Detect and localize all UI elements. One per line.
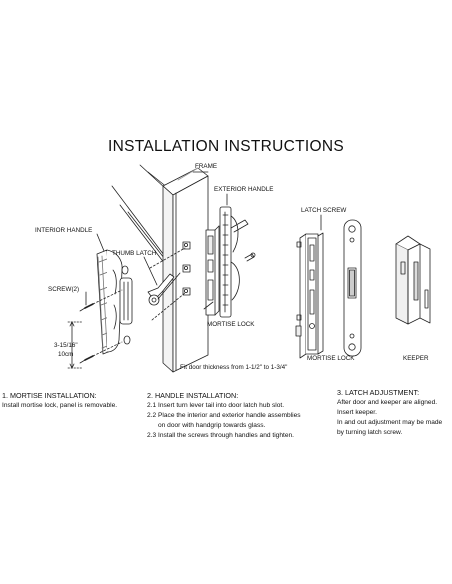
step2-heading: 2. HANDLE INSTALLATION: — [147, 391, 239, 400]
label-interior-handle: INTERIOR HANDLE — [35, 227, 93, 234]
label-size-in: 3-15/16" — [54, 342, 78, 349]
caption-mortise-lock: MORTISE LOCK — [307, 355, 355, 362]
mortise-lock-detail — [295, 232, 324, 359]
label-size-cm: 10cm — [58, 351, 74, 358]
step3-line: Insert keeper. — [337, 409, 377, 416]
step3-line: After door and keeper are aligned. — [337, 399, 438, 406]
label-latch-screw: LATCH SCREW — [301, 207, 347, 214]
strike-plate — [343, 219, 362, 357]
label-exterior-handle: EXTERIOR HANDLE — [214, 186, 274, 193]
glass-panel-lines — [111, 164, 171, 269]
exterior-handle-drawing — [219, 206, 256, 318]
label-mortise-lock: MORTISE LOCK — [207, 321, 255, 328]
screws-drawing — [79, 247, 186, 364]
caption-keeper: KEEPER — [403, 355, 429, 362]
step3-heading: 3. LATCH ADJUSTMENT: — [337, 388, 420, 397]
step2-line: 2.2 Place the interior and exterior hand… — [147, 412, 301, 419]
label-thumb-latch: THUMB LATCH — [112, 250, 157, 257]
step2-line: on door with handgrip towards glass. — [158, 422, 266, 429]
dimension-line — [67, 321, 83, 369]
thumb-latch-drawing — [147, 272, 181, 306]
label-frame: FRAME — [195, 163, 218, 170]
mortise-lock-in-door — [205, 225, 220, 316]
step1-heading: 1. MORTISE INSTALLATION: — [2, 391, 97, 400]
thickness-note: Fit door thickness from 1-1/2" to 1-3/4" — [180, 364, 288, 371]
keeper-detail — [395, 235, 431, 325]
label-screw: SCREW(2) — [48, 286, 80, 293]
door-stile — [162, 167, 209, 373]
page-title: INSTALLATION INSTRUCTIONS — [107, 138, 344, 155]
step2-line: 2.1 Insert turn lever tail into door lat… — [147, 402, 285, 409]
leader-lines — [85, 193, 322, 310]
step2-line: 2.3 Install the screws through handles a… — [147, 432, 294, 439]
step1-line: Install mortise lock, panel is removable… — [2, 402, 118, 409]
step3-line: by turning latch screw. — [337, 429, 403, 436]
interior-handle-drawing — [96, 249, 133, 355]
step3-line: In and out adjustment may be made — [337, 419, 443, 426]
